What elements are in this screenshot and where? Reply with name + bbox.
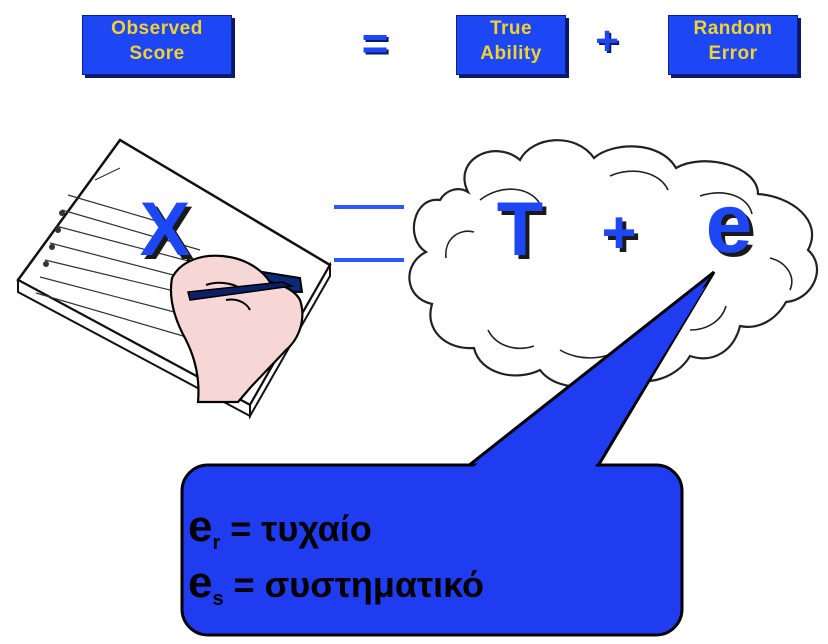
- observed-x-letter: X: [139, 187, 191, 272]
- observed-score-line2: Score: [129, 43, 185, 64]
- random-error-line2: Error: [708, 43, 758, 64]
- true-ability-line2: Ability: [480, 43, 542, 64]
- header-equals: =: [361, 17, 389, 69]
- header-plus: +: [595, 19, 619, 63]
- callout-line-random: er = τυχαίο: [188, 505, 688, 563]
- random-error-meaning: = τυχαίο: [220, 508, 372, 549]
- systematic-error-symbol: e: [188, 558, 213, 607]
- random-subscript: r: [212, 532, 221, 555]
- equals-sign-icon: [334, 205, 404, 262]
- observed-score-line1: Observed: [111, 18, 203, 39]
- random-error-box: Random Error: [668, 15, 798, 75]
- observed-score-box: Observed Score: [82, 15, 232, 75]
- true-t-letter: T: [496, 187, 544, 272]
- random-error-line1: Random: [693, 18, 773, 39]
- true-ability-line1: True: [489, 18, 533, 39]
- systematic-error-meaning: = συστηματικό: [223, 564, 484, 605]
- true-ability-box: True Ability: [456, 15, 566, 75]
- error-e-letter: e: [705, 176, 753, 270]
- callout-line-systematic: es = συστηματικό: [188, 561, 688, 619]
- cloud-plus-sign: +: [601, 199, 637, 266]
- callout-bubble: [180, 270, 716, 637]
- hand-with-pen-icon: [169, 254, 304, 404]
- cloud-shape: [408, 139, 819, 388]
- cloud-texture: [445, 170, 793, 359]
- systematic-subscript: s: [212, 588, 224, 611]
- random-error-symbol: e: [188, 502, 213, 551]
